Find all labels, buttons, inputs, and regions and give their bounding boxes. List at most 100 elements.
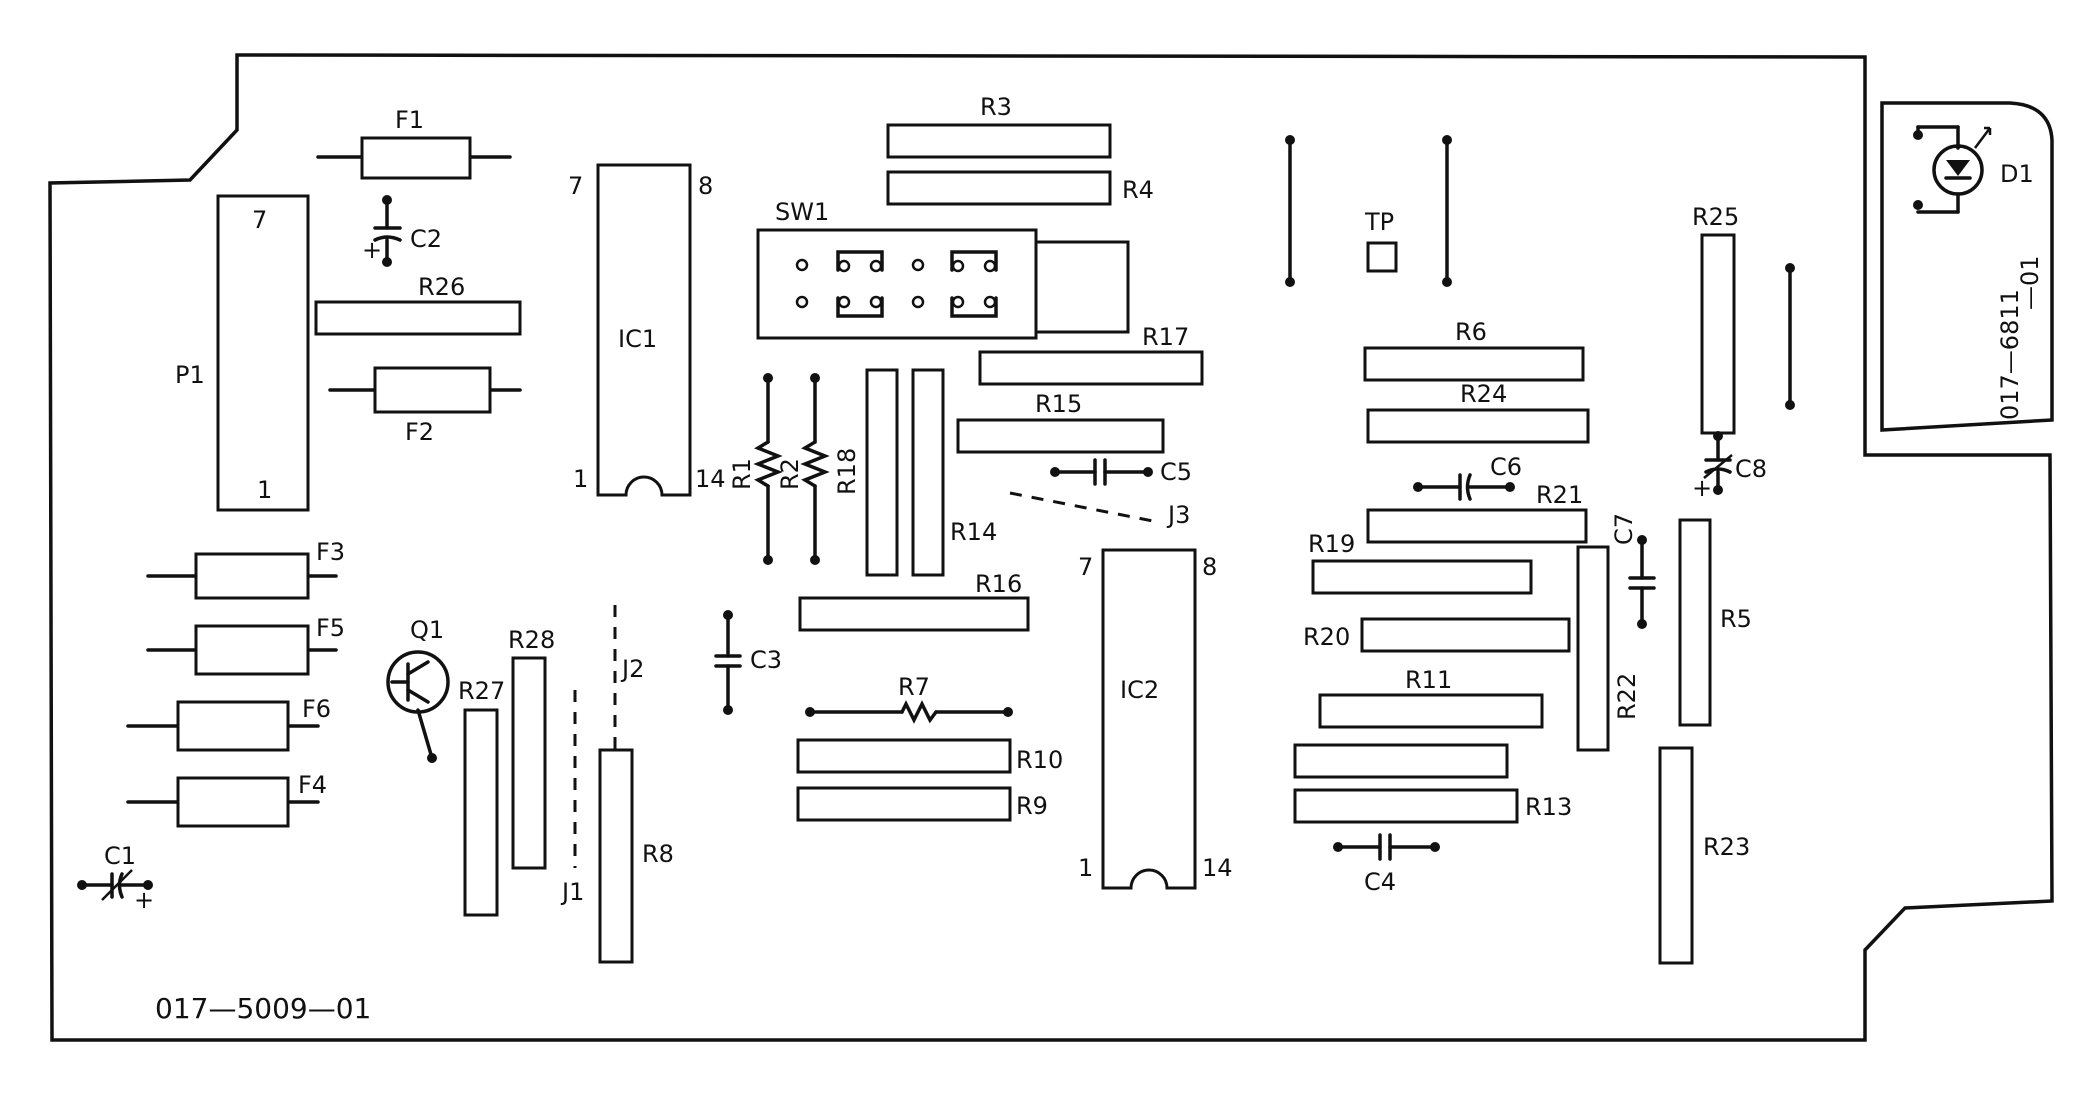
label-ic2: IC2 xyxy=(1120,676,1159,704)
label-r28: R28 xyxy=(508,626,555,654)
label-r23: R23 xyxy=(1703,833,1750,861)
resistor-r16 xyxy=(798,596,1030,632)
label-r10: R10 xyxy=(1016,746,1063,774)
resistor-r3 xyxy=(886,123,1112,159)
label-j3: J3 xyxy=(1166,501,1190,529)
resistor-r15 xyxy=(956,418,1165,454)
resistor-r6 xyxy=(1363,346,1585,382)
label-ic1-pin8: 8 xyxy=(698,172,713,200)
capacitor-c1 xyxy=(77,869,153,901)
label-sw1: SW1 xyxy=(775,198,829,226)
resistor-unlabeled xyxy=(1293,743,1509,779)
label-ic1-pin14: 14 xyxy=(695,465,726,493)
capacitor-c3 xyxy=(714,610,742,715)
aux-part-number: 017—6811 xyxy=(1996,289,2024,420)
fuse-f3 xyxy=(146,552,338,600)
label-r18: R18 xyxy=(833,448,861,495)
resistor-r26 xyxy=(314,300,522,336)
label-r15: R15 xyxy=(1035,390,1082,418)
resistor-r14 xyxy=(911,368,945,577)
label-r3: R3 xyxy=(980,93,1012,121)
label-c7: C7 xyxy=(1610,513,1638,545)
label-c5: C5 xyxy=(1160,458,1192,486)
label-r21: R21 xyxy=(1536,481,1583,509)
label-f5: F5 xyxy=(316,614,345,642)
label-r14: R14 xyxy=(950,518,997,546)
label-q1: Q1 xyxy=(410,616,444,644)
capacitor-c2 xyxy=(373,195,402,267)
label-r19: R19 xyxy=(1308,530,1355,558)
resistor-r4 xyxy=(886,170,1112,206)
capacitor-c4 xyxy=(1333,833,1440,861)
label-r26: R26 xyxy=(418,273,465,301)
label-c8: C8 xyxy=(1735,455,1767,483)
label-ic2-pin7: 7 xyxy=(1078,553,1093,581)
resistor-r27 xyxy=(463,708,499,917)
resistor-r18 xyxy=(865,368,899,577)
resistor-r22 xyxy=(1576,545,1610,752)
label-r11: R11 xyxy=(1405,666,1452,694)
resistor-r9 xyxy=(796,786,1012,822)
board-part-number: 017—5009—01 xyxy=(155,992,371,1025)
label-r7: R7 xyxy=(898,673,930,701)
label-r20: R20 xyxy=(1303,623,1350,651)
resistor-r5 xyxy=(1678,518,1712,727)
jumper-j3 xyxy=(1009,491,1159,524)
label-c2: C2 xyxy=(410,225,442,253)
switch-sw1 xyxy=(756,228,1130,340)
label-r6: R6 xyxy=(1455,318,1487,346)
label-r5: R5 xyxy=(1720,605,1752,633)
led-d1 xyxy=(1913,125,1992,214)
resistor-r19 xyxy=(1311,559,1533,595)
label-ic2-pin14: 14 xyxy=(1202,854,1233,882)
capacitor-c6 xyxy=(1413,473,1515,501)
fuse-f1 xyxy=(316,136,512,180)
resistor-r17 xyxy=(978,350,1204,386)
polarity-plus-c2: + xyxy=(362,236,382,264)
polarity-plus-c1: + xyxy=(134,886,154,914)
transistor-q1 xyxy=(386,650,450,763)
label-c3: C3 xyxy=(750,646,782,674)
label-f1: F1 xyxy=(395,106,424,134)
label-r22: R22 xyxy=(1613,673,1641,720)
ic-ic2 xyxy=(1101,548,1197,890)
label-ic1: IC1 xyxy=(618,325,657,353)
fuse-f5 xyxy=(146,624,338,676)
resistor-r13 xyxy=(1293,788,1519,824)
label-r2: R2 xyxy=(776,458,804,490)
label-ic1-pin1: 1 xyxy=(573,465,588,493)
label-r8: R8 xyxy=(642,840,674,868)
fuse-f4 xyxy=(126,776,320,828)
label-r9: R9 xyxy=(1016,792,1048,820)
label-f2: F2 xyxy=(405,418,434,446)
label-r16: R16 xyxy=(975,570,1022,598)
wire-link-far-right xyxy=(1785,263,1795,410)
label-r1: R1 xyxy=(728,458,756,490)
capacitor-c8 xyxy=(1703,431,1733,495)
label-f4: F4 xyxy=(298,771,327,799)
capacitor-c7 xyxy=(1628,535,1656,629)
label-f3: F3 xyxy=(316,538,345,566)
resistor-r25 xyxy=(1700,233,1736,435)
resistor-r28 xyxy=(511,656,547,870)
label-j2: J2 xyxy=(620,655,644,683)
label-r24: R24 xyxy=(1460,380,1507,408)
label-r27: R27 xyxy=(458,677,505,705)
resistor-r8 xyxy=(598,748,634,964)
label-c4: C4 xyxy=(1364,868,1396,896)
label-f6: F6 xyxy=(302,695,331,723)
resistor-r1 xyxy=(753,373,783,565)
label-r25: R25 xyxy=(1692,203,1739,231)
label-c1: C1 xyxy=(104,842,136,870)
resistor-r2 xyxy=(800,373,830,565)
label-tp: TP xyxy=(1364,208,1394,236)
resistor-r11 xyxy=(1318,693,1544,729)
wire-link-left xyxy=(1285,135,1295,287)
label-r17: R17 xyxy=(1142,323,1189,351)
label-p1-pin7: 7 xyxy=(252,206,267,234)
label-r13: R13 xyxy=(1525,793,1572,821)
capacitor-c5 xyxy=(1050,458,1153,486)
test-point-tp xyxy=(1366,241,1398,273)
resistor-r20 xyxy=(1360,617,1571,653)
